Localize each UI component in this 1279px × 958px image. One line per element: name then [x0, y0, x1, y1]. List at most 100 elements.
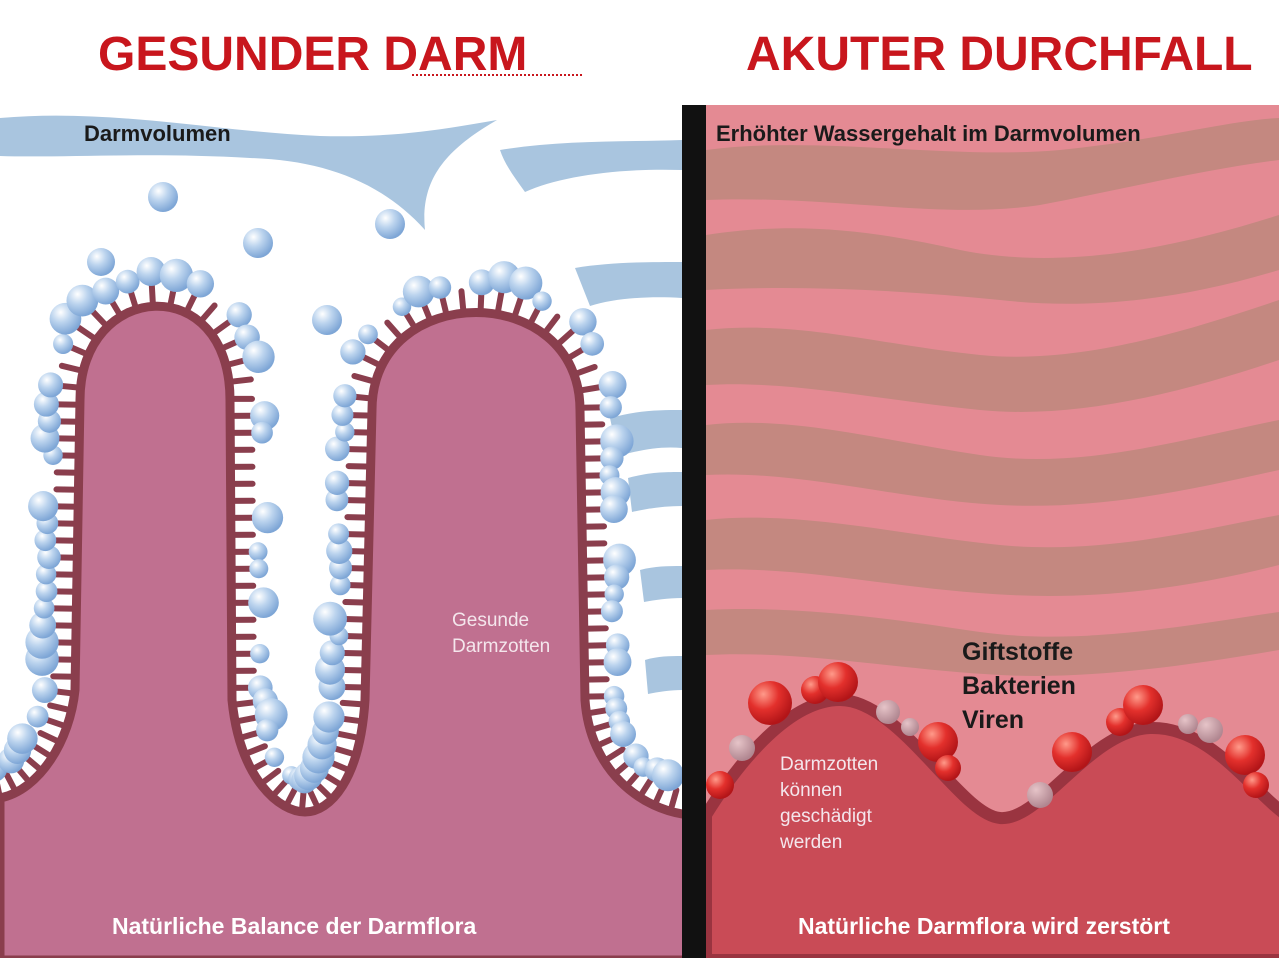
- nutrient-bubble: [326, 537, 353, 564]
- left-footer: Natürliche Balance der Darmflora: [112, 913, 477, 939]
- nutrient-bubble: [243, 228, 273, 258]
- microvillus: [341, 616, 370, 623]
- microvillus: [667, 787, 680, 815]
- microvillus: [345, 463, 374, 470]
- nutrient-bubble: [598, 371, 627, 399]
- left-title-part1: GESUNDER: [98, 28, 383, 81]
- right-footer: Natürliche Darmflora wird zerstört: [798, 913, 1170, 939]
- microvillus: [148, 281, 156, 310]
- nutrient-bubble: [53, 333, 74, 354]
- damage-label-line2: können: [780, 780, 842, 801]
- microvillus: [346, 412, 375, 419]
- left-lumen-label: Darmvolumen: [84, 121, 231, 146]
- nutrient-bubble: [599, 396, 622, 419]
- nutrient-bubble: [652, 759, 682, 792]
- microvillus: [89, 307, 111, 330]
- microvillus: [587, 720, 615, 734]
- microvillus: [306, 786, 322, 812]
- microvillus: [241, 743, 268, 758]
- microvillus: [340, 684, 369, 691]
- nutrient-bubble: [251, 502, 284, 534]
- right-panel: [706, 105, 1279, 958]
- damage-label-line3: geschädigt: [780, 806, 873, 827]
- nutrient-bubble: [375, 209, 405, 239]
- nutrient-bubble: [251, 421, 273, 444]
- microvillus: [341, 650, 370, 657]
- nutrient-bubble: [329, 574, 351, 596]
- panel-divider: [682, 105, 706, 958]
- nutrient-bubble: [26, 705, 49, 728]
- nutrient-bubble: [92, 277, 120, 305]
- nutrient-bubble: [313, 701, 345, 733]
- left-panel: [0, 105, 682, 958]
- microvillus: [510, 294, 524, 322]
- nutrient-bubble: [256, 719, 279, 742]
- virus-particle: [1027, 782, 1053, 808]
- microvillus: [636, 775, 655, 801]
- nutrient-bubble: [313, 601, 347, 636]
- microvillus: [331, 745, 360, 758]
- bacteria-particle: [818, 662, 858, 702]
- nutrient-bubble: [325, 488, 349, 512]
- nutrient-bubble: [35, 580, 58, 603]
- microvillus: [75, 324, 100, 343]
- nutrient-bubble: [226, 302, 252, 328]
- nutrient-bubble: [28, 491, 59, 522]
- virus-particle: [901, 718, 919, 736]
- microvillus: [575, 384, 604, 394]
- pathogen-particles: [706, 662, 1269, 808]
- microvillus: [268, 777, 290, 800]
- nutrient-bubble: [402, 275, 435, 308]
- nutrient-bubble: [580, 332, 605, 356]
- water-stream: [0, 115, 497, 230]
- microvillus: [338, 715, 366, 725]
- microvillus: [342, 599, 371, 606]
- left-title: GESUNDER DARM: [98, 28, 527, 81]
- damaged-villi-tissue: [706, 693, 1279, 958]
- microvillus: [494, 289, 505, 318]
- nutrient-bubble: [600, 495, 628, 524]
- nutrient-bubble: [242, 340, 275, 373]
- microvillus: [369, 335, 394, 355]
- nutrient-bubble: [148, 182, 178, 212]
- microvillus: [232, 714, 260, 725]
- water-stream: [640, 566, 682, 602]
- bacteria-particle: [918, 722, 958, 762]
- microvillus: [257, 767, 282, 788]
- left-title-part2: DARM: [383, 28, 527, 81]
- nutrient-bubble: [600, 600, 623, 623]
- nutrient-bubble: [87, 248, 115, 276]
- villi-label-line2: Darmzotten: [452, 636, 550, 657]
- nutrient-bubble: [324, 470, 350, 495]
- nutrient-bubble: [312, 305, 342, 335]
- microvillus: [344, 514, 373, 521]
- nutrient-bubble: [33, 391, 59, 417]
- microvillus: [339, 699, 368, 708]
- pathogen-label-bacteria: Bakterien: [962, 672, 1076, 700]
- microvillus: [340, 667, 369, 674]
- microvillus: [43, 716, 70, 730]
- virus-particle: [876, 700, 900, 724]
- nutrient-bubble: [509, 266, 543, 300]
- microvillus: [2, 769, 19, 796]
- microvillus: [313, 780, 336, 803]
- nutrient-bubble: [7, 723, 38, 754]
- bacteria-particle: [748, 681, 792, 725]
- bacteria-particle: [1243, 772, 1269, 798]
- microvillus: [298, 786, 307, 815]
- nutrient-bubble: [250, 644, 270, 664]
- nutrient-bubble: [333, 384, 357, 408]
- nutrient-bubble: [264, 747, 285, 767]
- microvillus: [282, 784, 299, 810]
- right-lumen-label: Erhöhter Wassergehalt im Darmvolumen: [716, 121, 1141, 146]
- water-stream: [575, 262, 682, 306]
- nutrient-bubble: [604, 564, 630, 590]
- nutrient-bubble: [34, 529, 57, 552]
- virus-particle: [1178, 714, 1198, 734]
- nutrient-bubble: [66, 284, 99, 317]
- nutrient-bubble: [603, 648, 632, 677]
- microvillus: [229, 699, 258, 708]
- bacteria-particle: [935, 755, 961, 781]
- microvillus: [570, 363, 598, 378]
- water-stream: [645, 656, 682, 694]
